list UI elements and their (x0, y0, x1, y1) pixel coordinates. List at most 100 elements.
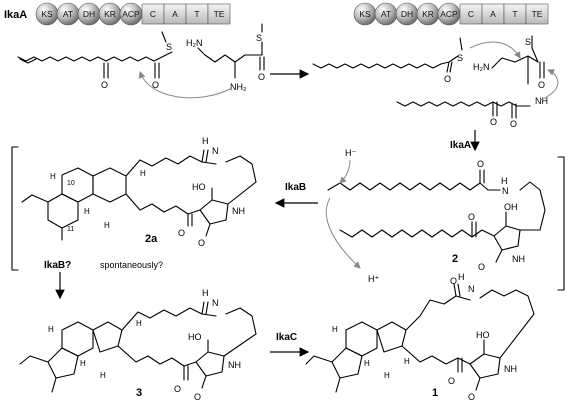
domain-label-acp-right: ACP (440, 9, 458, 19)
domain-label-at-left: AT (63, 9, 73, 19)
domain-label-kr-right: KR (422, 9, 434, 19)
domain-label-ks-left: KS (41, 9, 53, 19)
atom-n-3: N (212, 298, 219, 308)
atom-nh-c2: NH (512, 254, 525, 264)
compound-3-label: 3 (136, 387, 142, 399)
atom-h-1d: H (404, 357, 410, 366)
compound-1-structure (305, 283, 535, 393)
num-10: 10 (67, 180, 75, 187)
ikab-q-label: IkaB? (44, 260, 71, 271)
atom-o-p2d: O (510, 119, 517, 129)
domain-te-right (525, 3, 549, 25)
ikab-label: IkaB (285, 182, 306, 193)
domain-label-t-right: T (512, 9, 517, 19)
domain-label-te-left: TE (214, 9, 225, 19)
atom-nh-2a: NH (232, 206, 245, 216)
atom-o-1c: O (468, 392, 475, 402)
atom-s-p2a: S (457, 53, 463, 63)
spontaneous-note: spontaneously? (100, 260, 163, 270)
domain-label-te-right: TE (532, 9, 543, 19)
atom-o-p1c: O (258, 72, 265, 82)
atom-o-c2b: O (468, 212, 475, 222)
atom-ho-2a: HO (192, 182, 206, 192)
atom-h-1b: H (364, 359, 370, 368)
atom-o-p1a: O (101, 80, 108, 90)
domain-label-dh-left: DH (83, 9, 95, 19)
polyketide-chain-2 (312, 37, 463, 73)
atom-s-p1b: S (256, 33, 262, 43)
atom-o-2a-a: O (178, 228, 185, 238)
atom-h-2a: H (202, 136, 209, 146)
atom-nh-p2: NH (535, 96, 548, 106)
atom-h-1c: H (384, 371, 390, 380)
atom-ho-1: HO (476, 330, 490, 340)
compound-2-structure (327, 169, 546, 263)
domain-label-t-left: T (194, 9, 199, 19)
atom-h-3d: H (136, 319, 142, 328)
domain-label-kr-left: KR (104, 9, 116, 19)
atom-o-3b: O (194, 392, 201, 402)
polyketide-chain-1 (17, 51, 173, 79)
atom-ho-3: HO (188, 332, 202, 342)
atom-h2n-p2: H₂N (473, 62, 490, 72)
atom-o-c2c: O (478, 262, 485, 272)
domain-label-a-left: A (172, 9, 178, 19)
ikac-label: IkaC (276, 332, 297, 343)
compound-2a-label: 2a (145, 233, 158, 245)
compound-3-structure (19, 301, 257, 393)
domain-label-dh-right: DH (401, 9, 413, 19)
atom-h2n-p1: H₂N (186, 38, 203, 48)
atom-h-1a: H (332, 325, 338, 334)
atom-o-1b: O (448, 376, 455, 386)
atom-oh-c2: OH (504, 202, 518, 212)
compound-1-label: 1 (432, 387, 438, 399)
atom-hminus: H⁻ (345, 148, 356, 158)
atom-o-p2b: O (538, 80, 545, 90)
atom-h-3b: H (80, 359, 86, 368)
bracket-2 (557, 156, 565, 291)
atom-o-p2c: O (490, 117, 497, 127)
atom-h-2a-d: H (104, 221, 110, 230)
domain-label-ks-right: KS (359, 9, 371, 19)
aminoacid-2 (491, 35, 545, 85)
atom-nh-1: NH (504, 364, 517, 374)
domain-label-at-right: AT (381, 9, 391, 19)
polyketide-chain-3 (396, 101, 531, 119)
atom-h-2a-e: H (140, 169, 146, 178)
domain-label-acp-left: ACP (122, 9, 140, 19)
atom-o-1a: O (450, 276, 457, 286)
domain-te-left (207, 3, 231, 25)
atom-hplus: H⁺ (368, 274, 379, 284)
ikaa-label-top: IkaA (4, 9, 27, 21)
atom-h-3: H (202, 288, 209, 298)
atom-o-3a: O (174, 384, 181, 394)
compound-2a-structure (21, 149, 257, 241)
domain-label-c-left: C (150, 9, 156, 19)
bracket-2a (11, 146, 19, 271)
atom-h-3c: H (100, 371, 106, 380)
atom-o-p2a: O (444, 74, 451, 84)
atom-n-2a: N (212, 146, 219, 156)
atom-h-2a-b: H (50, 172, 56, 181)
domain-label-c-right: C (468, 9, 474, 19)
num-11: 11 (67, 226, 74, 233)
compound-2-label: 2 (452, 253, 458, 265)
atom-nh-3: NH (228, 360, 241, 370)
atom-s-p1a: S (166, 42, 172, 52)
ikaa-label-mid: IkaA (450, 140, 471, 151)
atom-h-c2: H (501, 176, 508, 186)
atom-s-p2b: S (525, 37, 531, 47)
atom-h-1: H (458, 272, 465, 282)
atom-h-3a: H (48, 325, 54, 334)
atom-o-p1b: O (152, 80, 159, 90)
aminoacid-1 (197, 23, 265, 79)
atom-h-2a-c: H (84, 207, 90, 216)
atom-o-2a-b: O (198, 238, 205, 248)
atom-nh2-p1: NH₂ (230, 82, 247, 92)
atom-n-1: N (468, 284, 475, 294)
atom-o-c2a: O (477, 159, 484, 169)
domain-label-a-right: A (490, 9, 496, 19)
